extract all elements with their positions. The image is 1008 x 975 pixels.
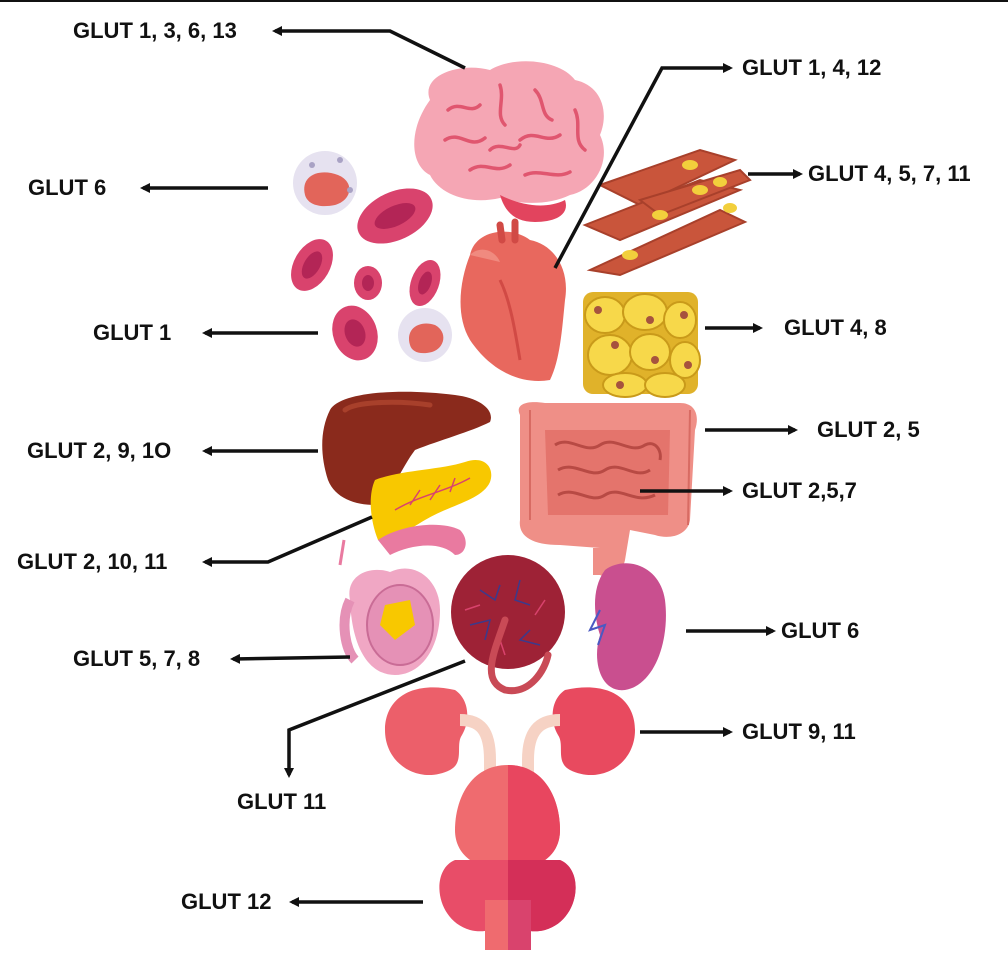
label-bladder: GLUT 12	[181, 889, 272, 914]
intestine-icon	[518, 402, 697, 577]
pancreas-icon	[370, 460, 492, 555]
spleen-icon	[588, 563, 666, 691]
heart-icon	[460, 218, 566, 381]
liver-icon	[322, 391, 491, 505]
label-leukocyte: GLUT 6	[28, 175, 107, 200]
pancreas-duct	[338, 539, 346, 566]
arrows	[140, 26, 803, 907]
placenta-icon	[451, 555, 565, 695]
testis-icon	[339, 568, 440, 675]
label-adipose: GLUT 4, 8	[784, 315, 887, 340]
label-placenta: GLUT 11	[237, 789, 327, 814]
label-colon: GLUT 2, 5	[817, 417, 920, 442]
label-erythrocyte: GLUT 1	[93, 320, 172, 345]
label-heart: GLUT 1, 4, 12	[742, 55, 882, 80]
adipose-icon	[583, 292, 701, 398]
blood-cells-icon	[291, 151, 452, 362]
label-testis: GLUT 5, 7, 8	[73, 646, 201, 671]
label-kidney: GLUT 9, 11	[742, 719, 856, 744]
kidneys-icon	[385, 687, 635, 800]
arrow-testis	[230, 653, 351, 664]
label-liver: GLUT 2, 9, 1O	[27, 438, 172, 463]
brain-icon	[414, 61, 604, 222]
label-spleen: GLUT 6	[781, 618, 860, 643]
label-brain: GLUT 1, 3, 6, 13	[73, 18, 237, 43]
label-pancreas: GLUT 2, 10, 11	[17, 549, 168, 574]
label-muscle: GLUT 4, 5, 7, 11	[808, 161, 971, 186]
top-border	[0, 0, 1008, 2]
arrow-placenta	[284, 659, 466, 778]
label-small-intestine: GLUT 2,5,7	[742, 478, 857, 503]
bladder-icon	[439, 765, 576, 950]
arrow-pancreas	[202, 515, 373, 567]
arrow-brain	[272, 26, 466, 70]
arrow-heart	[553, 63, 733, 269]
muscle-icon	[582, 148, 752, 277]
